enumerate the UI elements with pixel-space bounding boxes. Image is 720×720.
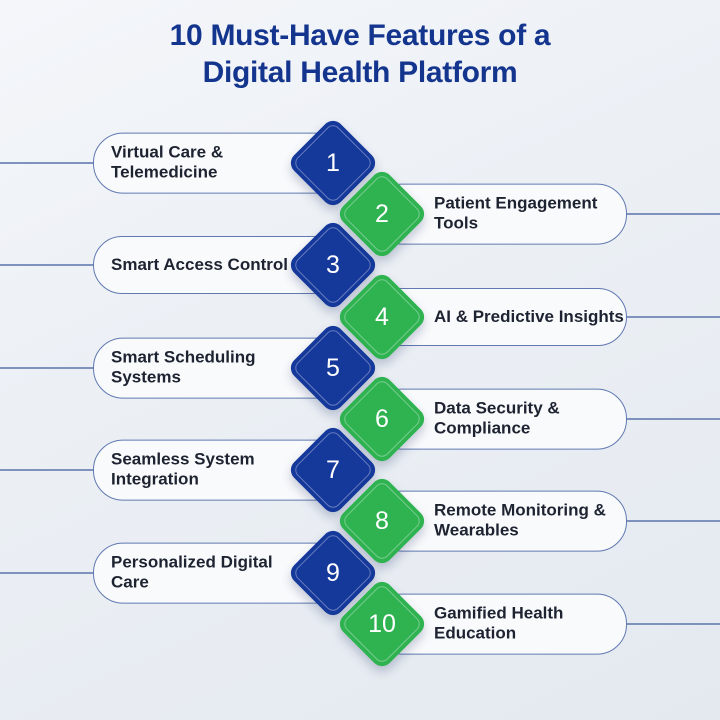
feature-label: Virtual Care &: [111, 142, 224, 162]
feature-label: Seamless System: [111, 449, 255, 469]
feature-label: Tools: [434, 214, 479, 233]
connector-line: [600, 418, 720, 420]
feature-label: Remote Monitoring &: [434, 500, 606, 520]
connector-line: [600, 316, 720, 318]
feature-label: Patient Engagement: [434, 193, 598, 213]
connector-line: [600, 213, 720, 215]
feature-label: Gamified Health: [434, 603, 564, 623]
connector-line: [0, 367, 120, 369]
feature-diamond: 10: [335, 577, 429, 671]
connector-line: [0, 264, 120, 266]
connector-line: [600, 520, 720, 522]
feature-label: Wearables: [434, 521, 519, 540]
page-title: 10 Must-Have Features of a Digital Healt…: [0, 18, 720, 91]
page-title-line-2: Digital Health Platform: [202, 55, 518, 89]
connector-line: [0, 469, 120, 471]
feature-label: Care: [111, 573, 149, 592]
feature-label: Systems: [111, 368, 181, 387]
feature-label: Smart Access Control: [111, 254, 288, 274]
feature-label: Telemedicine: [111, 163, 218, 182]
feature-label: AI & Predictive Insights: [434, 306, 624, 326]
feature-number: 10: [368, 609, 396, 638]
connector-line: [0, 572, 120, 574]
feature-label: Smart Scheduling: [111, 347, 256, 367]
feature-label: Compliance: [434, 419, 531, 438]
connector-line: [0, 162, 120, 164]
connector-line: [600, 623, 720, 625]
feature-label: Data Security &: [434, 398, 560, 418]
feature-label: Education: [434, 624, 517, 643]
feature-label: Integration: [111, 470, 199, 489]
feature-label: Personalized Digital: [111, 552, 273, 572]
page-title-line-1: 10 Must-Have Features of a: [169, 19, 551, 52]
